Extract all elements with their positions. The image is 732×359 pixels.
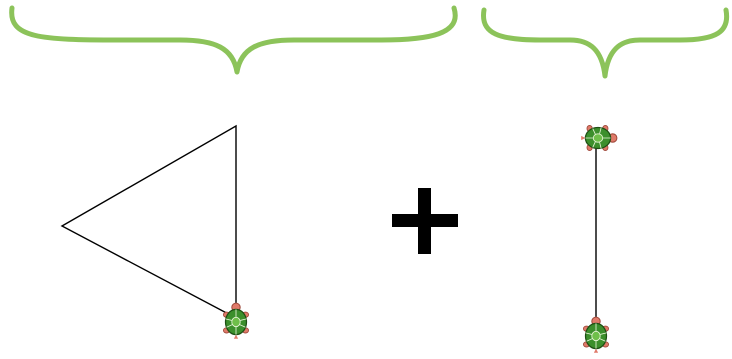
right-curly-brace-icon <box>483 10 726 76</box>
plus-vertical-bar <box>418 188 431 254</box>
turtle-icon <box>223 303 248 339</box>
turtle-icon <box>581 125 617 150</box>
turtle-icon <box>583 317 608 353</box>
triangle-path <box>62 126 236 318</box>
plus-icon <box>392 188 458 254</box>
left-curly-brace-icon <box>12 8 456 72</box>
